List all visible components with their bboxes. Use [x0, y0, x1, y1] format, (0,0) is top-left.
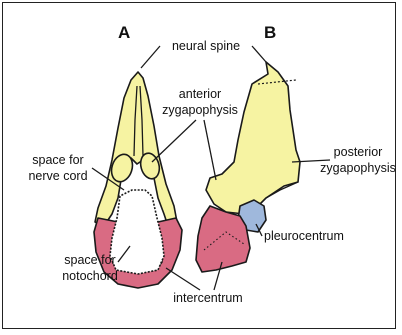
neural-arch-b: [206, 62, 300, 214]
panel-b-label: B: [264, 23, 276, 42]
label-intercentrum: intercentrum: [173, 291, 242, 305]
label-anterior-2: zygapophysis: [162, 103, 238, 117]
leader-zyg-b: [204, 120, 216, 180]
label-posterior-2: zygapophysis: [320, 161, 396, 175]
leader-neural-spine-a: [141, 46, 160, 68]
label-anterior-1: anterior: [179, 87, 221, 101]
leader-neural-spine-b: [252, 46, 266, 62]
label-notochord-1: space for: [64, 253, 115, 267]
label-neural-spine: neural spine: [172, 39, 240, 53]
label-nerve-cord-1: space for: [32, 153, 83, 167]
label-posterior-1: posterior: [334, 145, 383, 159]
label-notochord-2: notochord: [62, 269, 118, 283]
leader-zyg-a: [152, 120, 196, 162]
panel-a-label: A: [118, 23, 130, 42]
label-nerve-cord-2: nerve cord: [28, 169, 87, 183]
leader-intercentrum-a: [166, 268, 200, 290]
label-pleurocentrum: pleurocentrum: [264, 229, 344, 243]
